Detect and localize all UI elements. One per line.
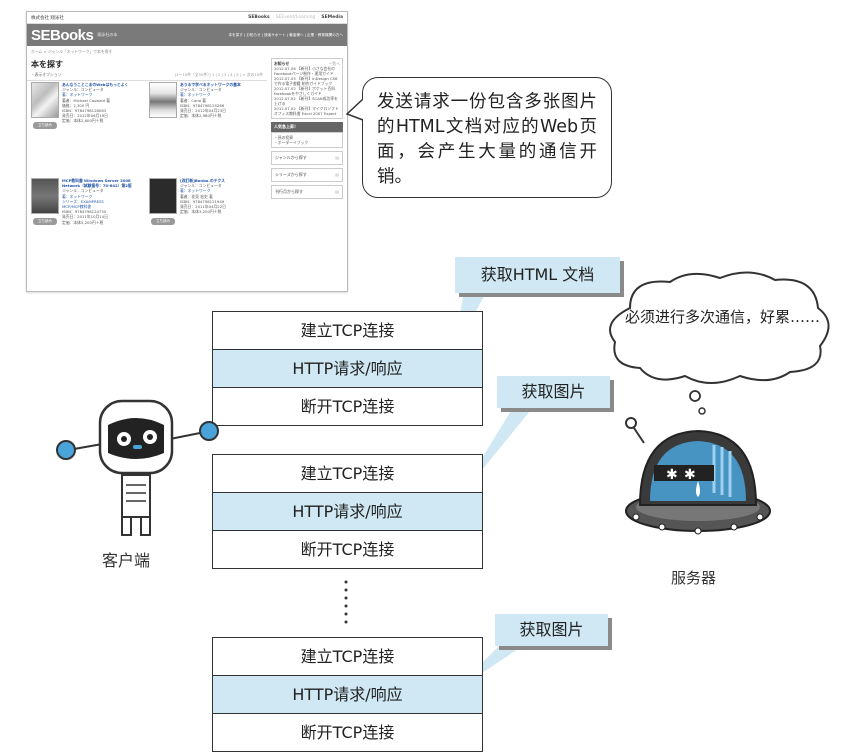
page-title: 本を探す xyxy=(31,60,63,69)
site-header: SEBooks 翔泳社の本 本を探す | お知らせ | 読者サポート | 著者様… xyxy=(27,24,347,46)
news-item[interactable]: 2012.07.06 【新刊】小さな会社のFacebookページ制作・運用ガイド xyxy=(274,66,335,76)
tcp-disconnect-row: 断开TCP连接 xyxy=(212,387,483,426)
http-request-row: HTTP请求/响应 xyxy=(212,675,483,714)
news-item[interactable]: 2012.07.02 【新刊】SCAN成功率を上げる xyxy=(274,96,338,106)
ranking-item[interactable]: ・孫の投資 xyxy=(274,135,293,140)
book-item[interactable]: 立ち読み MCP教科書 Windows Server 2008 Network（… xyxy=(31,178,147,273)
pagination[interactable]: [1〜10件（全50件）] 1 | 2 | 3 | 4 | 5 | > 次の10… xyxy=(174,72,263,77)
tcp-disconnect-row: 断开TCP连接 xyxy=(212,530,483,569)
book-meta[interactable]: 著：ネットワーク xyxy=(62,92,93,98)
book-meta[interactable]: 著：ネットワーク xyxy=(180,92,211,98)
book-meta: ISBN：9784798128063 xyxy=(62,108,107,114)
news-item[interactable]: 2012.07.02 【新刊】ポケット百科 facebookをやさしくガイド xyxy=(274,86,335,96)
book-meta: ISBN：9784798124735 xyxy=(62,209,107,215)
preview-button[interactable]: 立ち読み xyxy=(33,218,57,225)
site-sidebar: お知らせ 一覧へ 2012.07.06 【新刊】小さな会社のFacebookページ… xyxy=(271,58,343,199)
book-title[interactable]: [改訂新]Bonbo.のテクス xyxy=(180,178,225,183)
book-item[interactable]: あうるで学べるネットワークの基本 ジャンル：コンピュータ 著：ネットワーク 著者… xyxy=(149,82,265,177)
tcp-disconnect-row: 断开TCP连接 xyxy=(212,713,483,752)
book-meta[interactable]: MCP/MCP教科書 xyxy=(62,204,92,210)
book-meta: 定価：本体2,800円＋税 xyxy=(62,118,104,124)
list-toolbar: ・表示オプション [1〜10件（全50件）] 1 | 2 | 3 | 4 | 5… xyxy=(27,72,267,81)
fetch-image-tag: 获取图片 xyxy=(495,614,608,646)
book-item[interactable]: 立ち読み あんなうことこまのWebはもっとよく ジャンル：コンピュータ 著：ネッ… xyxy=(31,82,147,177)
tcp-connect-row: 建立TCP连接 xyxy=(212,637,483,676)
news-item[interactable]: 2012.07.05 【新刊】InDesign CS6で作る電子書籍 制作ガイド… xyxy=(274,76,338,86)
book-meta: 価格：2,300 円 xyxy=(62,102,90,108)
breadcrumb[interactable]: ホーム > ジャンル「ネットワーク」で本を探す xyxy=(31,49,113,54)
site-nav[interactable]: 本を探す | お知らせ | 読者サポート | 著者様へ | 企業・教育機関の方へ xyxy=(228,32,343,37)
book-meta[interactable]: 著：ネットワーク xyxy=(180,188,211,194)
site-logo-sub: 翔泳社の本 xyxy=(97,32,118,37)
book-item[interactable]: 立ち読み [改訂新]Bonbo.のテクス ジャンル：コンピュータ 著：ネットワー… xyxy=(149,178,265,273)
book-meta: ISBN：9784798121949 xyxy=(180,198,225,204)
server-robot-icon: ✱ ✱ xyxy=(625,417,771,535)
thought-bubble-icon xyxy=(609,271,830,415)
tcp-connect-row: 建立TCP连接 xyxy=(212,454,483,493)
preview-button[interactable]: 立ち読み xyxy=(33,122,57,129)
book-meta: ジャンル：コンピュータ xyxy=(180,87,222,93)
callout-pointer xyxy=(345,98,367,122)
book-meta: ジャンル：コンピュータ xyxy=(62,87,104,93)
book-meta[interactable]: シリーズ：EXAMPRESS xyxy=(62,198,104,204)
news-box: お知らせ 一覧へ 2012.07.06 【新刊】小さな会社のFacebookページ… xyxy=(271,58,343,119)
site-toplink[interactable]: SEBooks xyxy=(248,15,270,20)
book-title[interactable]: あんなうことこまのWebはもっとよく xyxy=(62,82,129,87)
explanation-callout: 发送请求一份包含多张图片的HTML文档对应的Web页面，会产生大量的通信开销。 xyxy=(362,77,612,198)
genre-link[interactable]: ジャンルから探す▤ xyxy=(271,151,343,165)
tcp-connect-row: 建立TCP连接 xyxy=(212,311,483,350)
book-cover[interactable] xyxy=(31,82,59,118)
fetch-html-tag: 获取HTML 文档 xyxy=(455,257,620,293)
server-label: 服务器 xyxy=(671,569,717,587)
book-meta: ジャンル：コンピュータ xyxy=(62,188,104,194)
svg-text:✱: ✱ xyxy=(666,467,678,483)
http-request-row: HTTP请求/响应 xyxy=(212,492,483,531)
month-link[interactable]: 刊行月から探す▤ xyxy=(271,185,343,199)
book-meta: 著者：花見 宏史 著 xyxy=(180,193,213,199)
news-item[interactable]: 2012.07.02 【新刊】マイクロソフトオフィス教科書 Excel 2007… xyxy=(274,106,339,116)
book-meta: 発売日：2012年04月23日 xyxy=(180,108,226,114)
client-robot-icon xyxy=(56,399,219,536)
book-title[interactable]: あうるで学べるネットワークの基本 xyxy=(180,82,241,87)
book-cover[interactable] xyxy=(149,82,177,118)
book-meta: 定価：本体5,200円＋税 xyxy=(62,219,104,225)
news-title: お知らせ xyxy=(274,61,290,66)
book-meta: 著者：Michael Caswald 著 xyxy=(62,97,110,103)
fetch-image-tag: 获取图片 xyxy=(497,376,610,408)
display-options[interactable]: ・表示オプション xyxy=(31,72,62,77)
site-logo[interactable]: SEBooks xyxy=(31,26,94,44)
book-meta: 発売日：2011年04月22日 xyxy=(180,204,226,210)
server-thought-text: 必须进行多次通信，好累…… xyxy=(625,308,821,326)
book-meta: 発売日：2011年10月14日 xyxy=(62,214,108,220)
site-topbar: 株式会社 翔泳社 SEBooks SEEvent/Learning SEMedi… xyxy=(27,12,347,24)
series-link[interactable]: シリーズから探す▤ xyxy=(271,168,343,182)
site-company: 株式会社 翔泳社 xyxy=(31,15,64,21)
book-title[interactable]: MCP教科書 Windows Server 2008 Network（試験番号：… xyxy=(62,178,132,189)
ranking-title: 人気急上昇！ xyxy=(271,122,343,132)
book-meta[interactable]: 著：ネットワーク xyxy=(62,193,93,199)
book-meta: 定価：本体2,980円＋税 xyxy=(180,113,222,119)
book-meta: ISBN：9784798125266 xyxy=(180,102,225,108)
news-more-link[interactable]: 一覧へ xyxy=(328,61,340,66)
ranking-item[interactable]: ・ボーダーイブック xyxy=(274,140,309,145)
continuation-dots xyxy=(344,580,348,624)
book-meta: ジャンル：コンピュータ xyxy=(180,183,222,189)
site-toplink[interactable]: SEEvent/Learning xyxy=(275,15,316,20)
client-label: 客户端 xyxy=(102,551,151,570)
book-meta: 定価：本体3,200円＋税 xyxy=(180,209,222,215)
book-cover[interactable] xyxy=(31,178,59,214)
book-meta: 著者：Cana 著 xyxy=(180,97,207,103)
website-screenshot: 株式会社 翔泳社 SEBooks SEEvent/Learning SEMedi… xyxy=(26,11,348,292)
book-cover[interactable] xyxy=(149,178,177,214)
book-meta: 発売日：2012年06月19日 xyxy=(62,113,108,119)
ranking-box: ・孫の投資 ・ボーダーイブック xyxy=(271,132,343,148)
site-toplink[interactable]: SEMedia xyxy=(321,15,343,20)
preview-button[interactable]: 立ち読み xyxy=(151,218,175,225)
http-request-row: HTTP请求/响应 xyxy=(212,349,483,388)
svg-text:✱: ✱ xyxy=(684,467,696,483)
